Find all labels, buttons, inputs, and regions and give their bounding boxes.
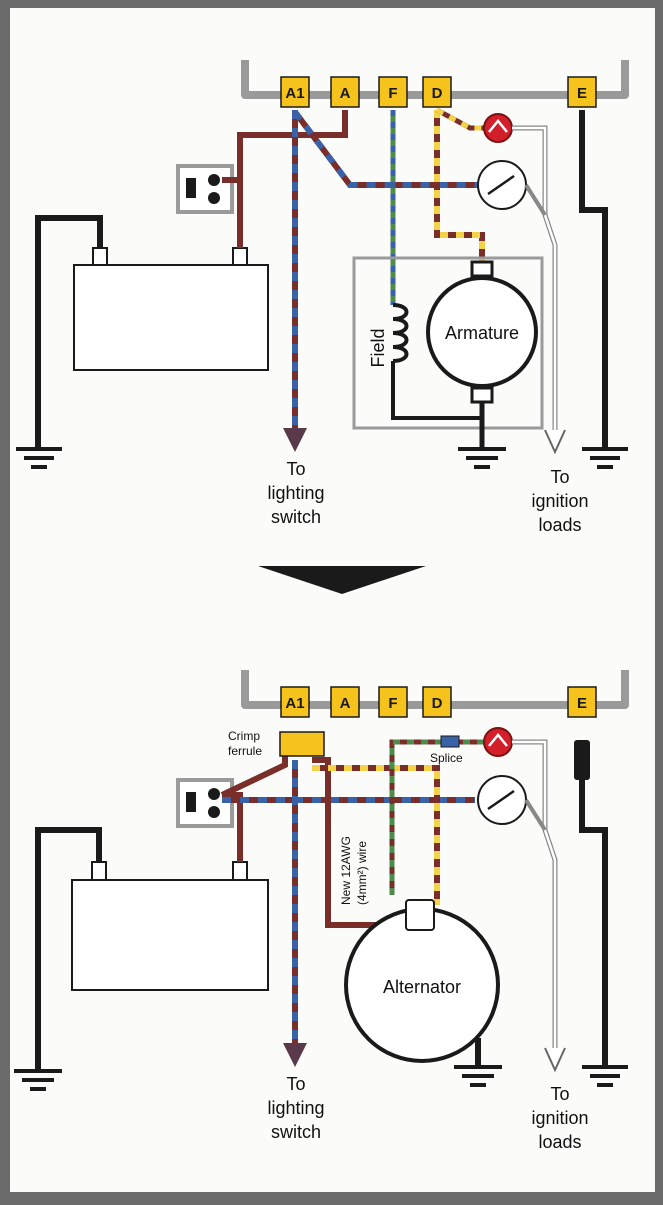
terminal-a-bottom: A xyxy=(330,686,360,718)
ignition-label-top-1: To xyxy=(550,467,569,487)
cutout-post-a-bottom xyxy=(208,788,220,800)
ignition-label-bottom-3: loads xyxy=(538,1132,581,1152)
a-terminal-wire-top xyxy=(240,110,348,138)
ground-symbol-mid-bottom xyxy=(454,1065,502,1087)
ignition-arrow-top xyxy=(544,429,566,455)
alternator-plug xyxy=(405,899,435,931)
alternator-output-wire xyxy=(312,765,440,905)
ignition-feed-stripe-top xyxy=(292,110,482,188)
warning-lamp-top xyxy=(483,113,513,143)
battery-top xyxy=(73,264,269,371)
transition-arrow xyxy=(258,566,426,594)
cutout-post-a-top xyxy=(208,174,220,186)
crimp-label-1: Crimp xyxy=(228,729,260,743)
svg-text:D: D xyxy=(432,695,443,712)
svg-text:F: F xyxy=(388,85,397,102)
svg-text:A: A xyxy=(340,85,351,102)
terminal-d-bottom: D xyxy=(422,686,452,718)
crimp-ferrule xyxy=(279,731,325,757)
ground-symbol-right-top xyxy=(582,447,628,469)
cutout-contact-top xyxy=(186,178,196,198)
ignition-switch-wire-bottom xyxy=(524,798,547,832)
ground-symbol-right-bottom xyxy=(582,1065,628,1087)
battery-pos-terminal-bottom xyxy=(232,861,248,881)
ignition-label-top-3: loads xyxy=(538,515,581,535)
alternator-label: Alternator xyxy=(383,977,461,997)
lighting-arrow-bottom xyxy=(283,1043,307,1067)
new-wire-label-2: (4mm²) wire xyxy=(355,841,369,905)
ignition-label-top-2: ignition xyxy=(531,491,588,511)
terminal-e-top: E xyxy=(567,76,597,108)
new-12awg-wire xyxy=(312,757,414,928)
armature-brush-bottom-top xyxy=(470,386,494,404)
terminal-f-top: F xyxy=(378,76,408,108)
warning-lamp-filament-bottom xyxy=(488,733,508,747)
splice-connector xyxy=(440,735,460,748)
svg-text:F: F xyxy=(388,695,397,712)
battery-neg-terminal-bottom xyxy=(91,861,107,881)
ground-symbol-left-top xyxy=(16,447,62,469)
terminal-a-top: A xyxy=(330,76,360,108)
ground-symbol-mid-top xyxy=(458,447,506,469)
terminal-a1-top: A1 xyxy=(280,76,310,108)
top-diagram: A1 A F D E Field Armature To lighting sw… xyxy=(16,60,629,535)
lighting-label-bottom-1: To xyxy=(286,1074,305,1094)
ignition-switch-blade-bottom xyxy=(487,789,515,811)
armature-top xyxy=(426,276,538,388)
armature-label-top: Armature xyxy=(445,323,519,343)
lighting-label-bottom-2: lighting xyxy=(267,1098,324,1118)
cutout-post-b-top xyxy=(208,192,220,204)
lighting-label-top-2: lighting xyxy=(267,483,324,503)
e-ground-wire-top xyxy=(579,110,608,448)
crimp-label-2: ferrule xyxy=(228,744,262,758)
bottom-diagram: A1 A F D E Crimp ferrule Splice New 12AW… xyxy=(14,670,629,1152)
ignition-label-bottom-1: To xyxy=(550,1084,569,1104)
warning-lamp-filament-top xyxy=(488,119,508,133)
svg-text:D: D xyxy=(432,85,443,102)
page-background xyxy=(10,8,655,1192)
lighting-label-top-3: switch xyxy=(271,507,321,527)
svg-text:A1: A1 xyxy=(285,85,304,102)
battery-ground-wire-top xyxy=(35,215,103,448)
lamp-wire-stripe-top xyxy=(435,107,484,131)
svg-text:A1: A1 xyxy=(285,695,304,712)
svg-text:A: A xyxy=(340,695,351,712)
field-label-top: Field xyxy=(368,328,388,367)
terminal-d-top: D xyxy=(422,76,452,108)
ignition-label-bottom-2: ignition xyxy=(531,1108,588,1128)
cutout-to-ferrule-wire-bottom xyxy=(220,756,288,798)
svg-text:E: E xyxy=(577,695,587,712)
terminal-e-bottom: E xyxy=(567,686,597,718)
ignition-switch-blade-top xyxy=(487,174,515,196)
ground-symbol-left-bottom xyxy=(14,1069,62,1091)
svg-text:E: E xyxy=(577,85,587,102)
warning-lamp-bottom xyxy=(483,727,513,757)
cutout-post-b-bottom xyxy=(208,806,220,818)
battery-neg-terminal-top xyxy=(92,247,108,266)
e-ground-stub xyxy=(574,740,590,780)
battery-pos-terminal-top xyxy=(232,247,248,266)
battery-bottom xyxy=(71,879,269,991)
field-return-wire-top xyxy=(391,361,482,420)
battery-ground-wire-bottom xyxy=(35,827,102,1070)
generator-housing-top xyxy=(352,256,544,430)
splice-label: Splice xyxy=(430,751,463,765)
armature-wire-stripe-top xyxy=(434,110,485,262)
armature-brush-top xyxy=(470,260,494,278)
e-ground-wire-bottom xyxy=(579,780,608,1066)
lighting-label-top-1: To xyxy=(286,459,305,479)
lighting-label-bottom-3: switch xyxy=(271,1122,321,1142)
ignition-arrow-bottom xyxy=(544,1047,566,1073)
terminal-a1-bottom: A1 xyxy=(280,686,310,718)
cutout-contact-bottom xyxy=(186,792,196,812)
lighting-arrow-top xyxy=(283,428,307,452)
ignition-switch-wire-top xyxy=(524,183,547,217)
field-coil-top xyxy=(392,303,409,363)
terminal-f-bottom: F xyxy=(378,686,408,718)
new-wire-label-1: New 12AWG xyxy=(339,836,353,905)
